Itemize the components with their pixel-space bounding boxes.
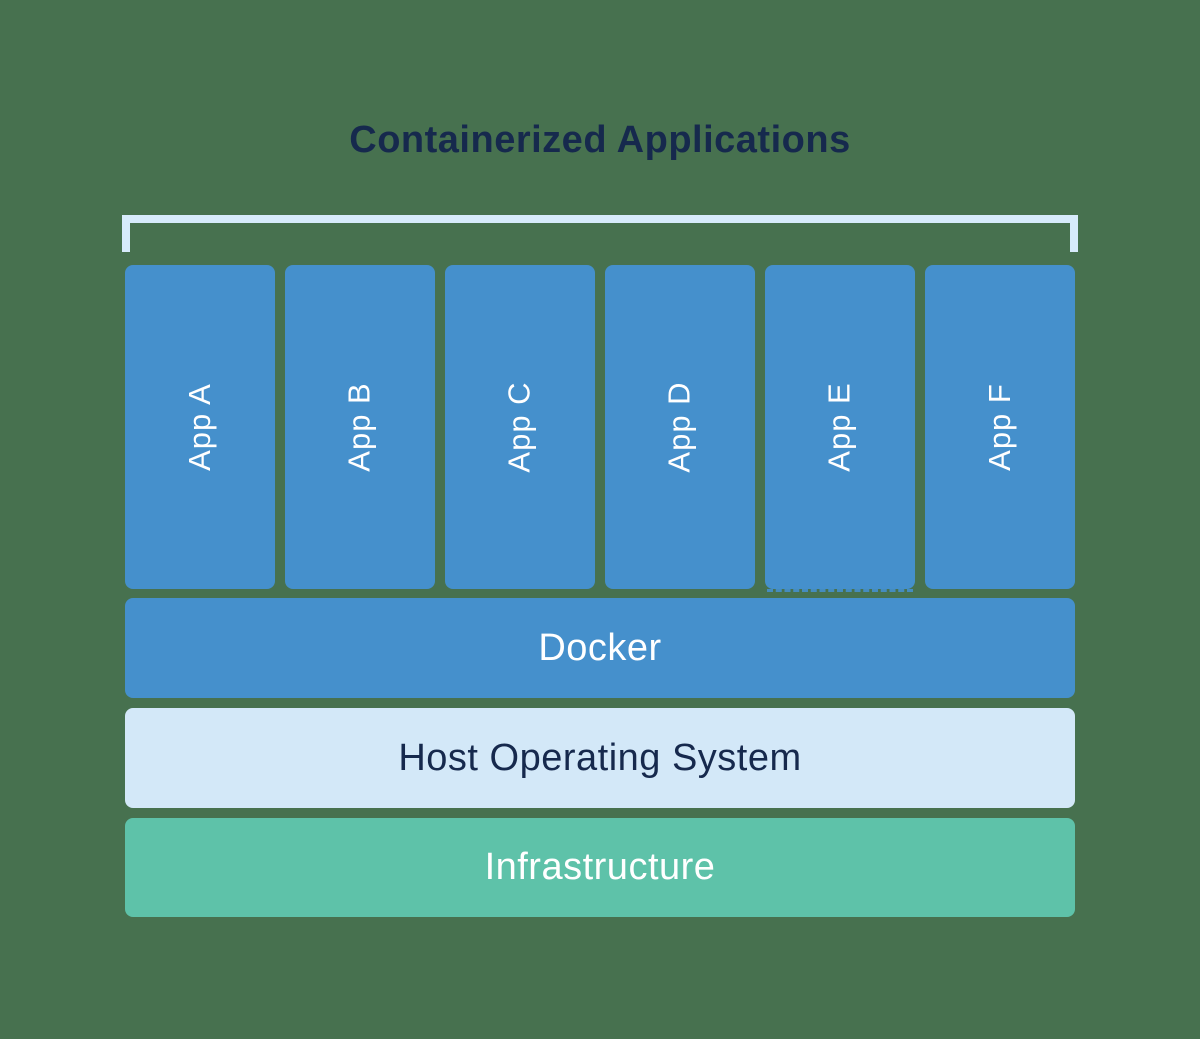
app-e-label: App E — [821, 382, 857, 472]
docker-layer-label: Docker — [538, 626, 662, 669]
app-a-label: App A — [182, 383, 217, 471]
infrastructure-layer-label: Infrastructure — [484, 846, 716, 888]
docker-layer: Docker — [125, 598, 1075, 698]
app-d-label: App D — [661, 381, 697, 473]
infrastructure-layer: Infrastructure — [125, 818, 1075, 917]
app-f-label: App F — [982, 383, 1017, 471]
host-os-layer: Host Operating System — [125, 708, 1075, 808]
app-column-b: App B — [285, 265, 435, 589]
app-columns-row: App A App B App C App D App E App F — [125, 265, 1075, 589]
app-column-f: App F — [925, 265, 1075, 589]
app-column-a: App A — [125, 265, 275, 589]
dashed-line-artifact — [767, 589, 913, 592]
app-column-c: App C — [445, 265, 595, 589]
app-c-label: App C — [501, 381, 537, 473]
diagram-title: Containerized Applications — [349, 119, 851, 161]
containerized-apps-bracket — [122, 215, 1078, 252]
app-b-label: App B — [341, 382, 377, 472]
app-column-d: App D — [605, 265, 755, 589]
app-column-e: App E — [765, 265, 915, 589]
host-os-layer-label: Host Operating System — [398, 736, 802, 779]
